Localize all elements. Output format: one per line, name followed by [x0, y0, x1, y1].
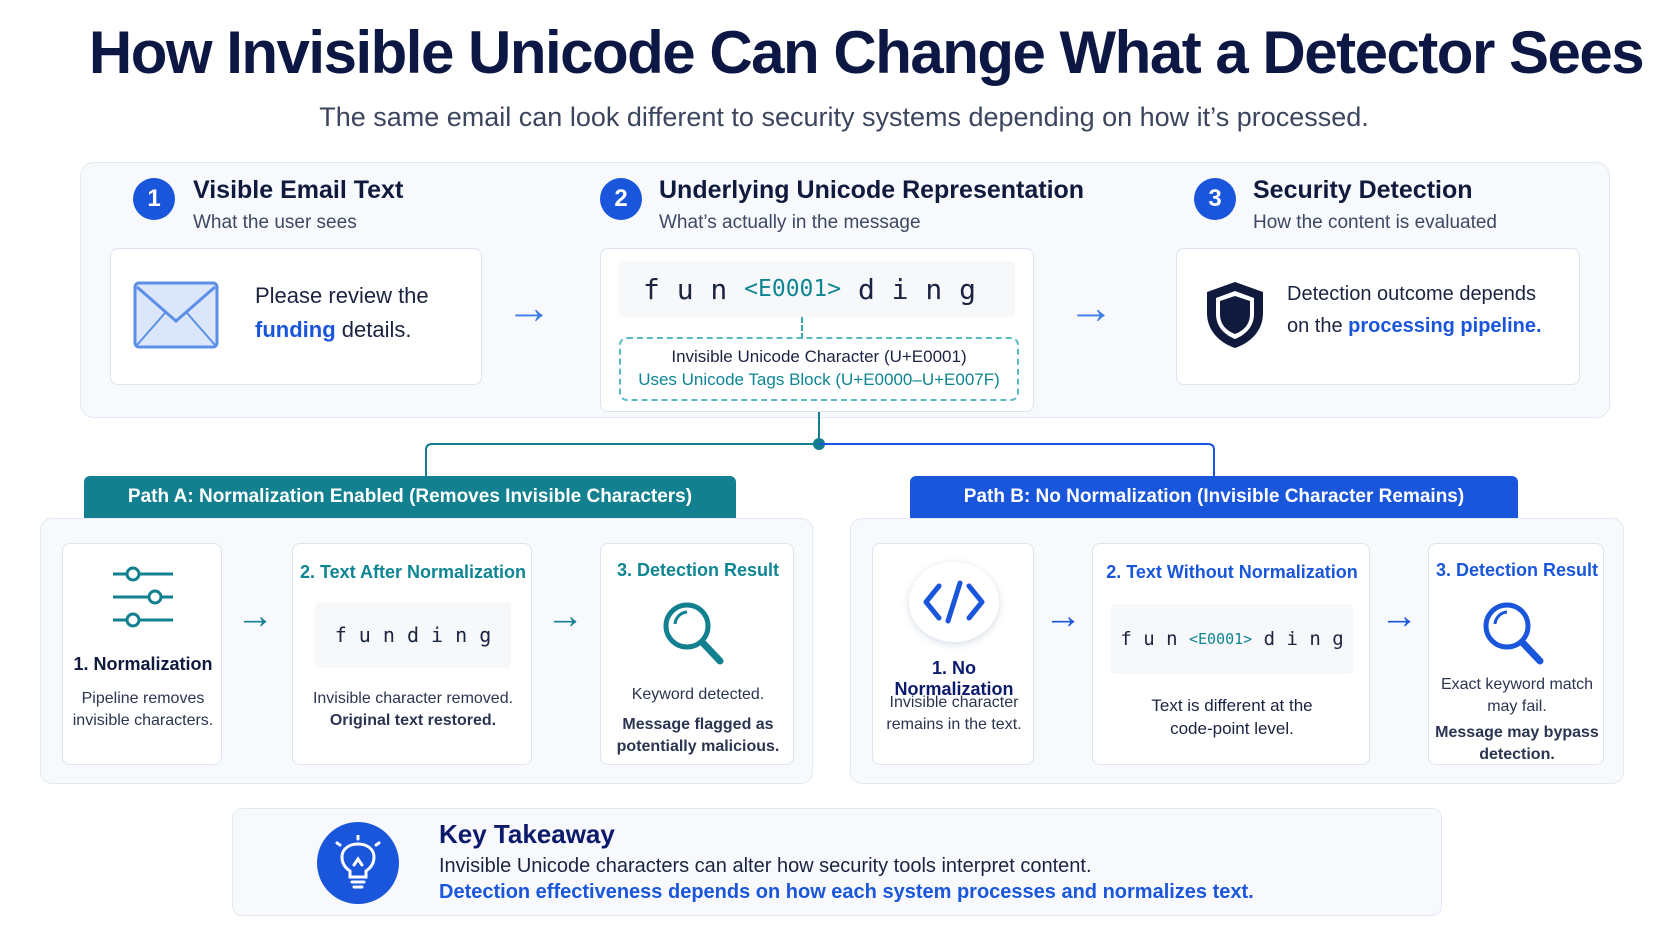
code-after: d i n g: [841, 272, 976, 306]
lightbulb-badge: [317, 822, 399, 904]
note-line-2: Uses Unicode Tags Block (U+E0000–U+E007F…: [638, 370, 1000, 389]
path-b-code-display: f u n <E0001> d i n g: [1111, 604, 1353, 674]
email-line-2-rest: details.: [335, 317, 412, 342]
path-b-invisible-tag: <E0001>: [1188, 630, 1253, 648]
visible-email-card: Please review the funding details.: [110, 248, 482, 385]
unicode-code-display: f u n <E0001> d i n g: [619, 261, 1015, 317]
path-a-card-3-text-2: Message flagged as: [622, 716, 774, 733]
search-icon: [663, 602, 724, 665]
path-a-card-3-title: 3. Detection Result: [616, 560, 780, 580]
email-keyword: funding: [255, 317, 336, 342]
path-b-card-1-text-1: Invisible character: [889, 694, 1019, 711]
key-takeaway-panel: Key Takeaway Invisible Unicode character…: [232, 808, 1442, 916]
shield-icon: [1207, 282, 1263, 348]
step-2-badge: 2: [600, 178, 642, 220]
step-2-subtitle: What’s actually in the message: [659, 212, 921, 233]
path-a-header: Path A: Normalization Enabled (Removes I…: [84, 476, 736, 518]
code-icon-badge: [909, 562, 999, 642]
path-b-arrow-1: →: [1044, 595, 1082, 637]
path-b-card-3-text-2: may fail.: [1487, 698, 1547, 715]
branch-connector: [425, 412, 1215, 478]
path-b-card-1-text-2: remains in the text.: [886, 716, 1022, 733]
email-line-1: Please review the: [255, 283, 429, 308]
step-1-subtitle: What the user sees: [193, 212, 357, 233]
email-line-2: funding details.: [255, 317, 411, 343]
path-b-card-3-text-1: Exact keyword match: [1440, 676, 1594, 693]
path-b-card-2-text-1: Text is different at the: [1151, 696, 1313, 715]
path-b-card-3-text-4: detection.: [1479, 746, 1555, 763]
path-a-card-3-text-3: potentially malicious.: [616, 738, 780, 755]
connector-dashed: [801, 317, 803, 339]
takeaway-line-1: Invisible Unicode characters can alter h…: [439, 855, 1092, 877]
code-before: f u n: [643, 272, 745, 306]
search-icon: [1483, 602, 1544, 665]
arrow-2-to-3: →: [1068, 281, 1114, 333]
takeaway-title: Key Takeaway: [439, 819, 615, 849]
path-b-no-normalization-card: 1. No Normalization Invisible character …: [872, 543, 1034, 765]
path-a-card-1-title: 1. Normalization: [73, 654, 213, 674]
path-a-card-2-title: 2. Text After Normalization: [299, 562, 527, 582]
takeaway-line-2: Detection effectiveness depends on how e…: [439, 881, 1254, 903]
step-3-badge: 3: [1194, 178, 1236, 220]
code-icon: [923, 580, 985, 624]
sliders-icon: [113, 566, 173, 628]
path-b-detection-card: 3. Detection Result Exact keyword match …: [1428, 543, 1604, 765]
step-3-subtitle: How the content is evaluated: [1253, 212, 1497, 233]
security-detection-card: Detection outcome depends on the process…: [1176, 248, 1580, 385]
path-a-arrow-1: →: [236, 595, 274, 637]
path-b-code-after: d i n g: [1252, 628, 1344, 650]
detection-highlight: processing pipeline.: [1348, 315, 1542, 337]
detection-line-2-prefix: on the: [1287, 315, 1349, 337]
detection-line-2: on the processing pipeline.: [1287, 315, 1542, 338]
path-a-arrow-2: →: [546, 595, 584, 637]
step-1-title: Visible Email Text: [193, 176, 404, 204]
step-3-title: Security Detection: [1253, 176, 1473, 204]
path-a-code-display: f u n d i n g: [315, 602, 511, 668]
path-b-card-3-text-3: Message may bypass: [1435, 724, 1599, 741]
path-a-normalization-card: 1. Normalization Pipeline removes invisi…: [62, 543, 222, 765]
path-b-arrow-2: →: [1380, 595, 1418, 637]
note-line-1: Invisible Unicode Character (U+E0001): [671, 347, 967, 366]
page-title: How Invisible Unicode Can Change What a …: [88, 19, 1645, 86]
step-1-badge: 1: [133, 178, 175, 220]
path-a-card-1-text-2: invisible characters.: [72, 712, 214, 729]
step-2-title: Underlying Unicode Representation: [659, 176, 1085, 204]
lightbulb-icon: [335, 835, 381, 889]
path-b-card-1-title: 1. No Normalization: [894, 658, 1014, 699]
page-subtitle: The same email can look different to sec…: [319, 102, 1369, 132]
invisible-tag: <E0001>: [744, 276, 842, 302]
arrow-1-to-2: →: [506, 281, 552, 333]
path-a-detection-card: 3. Detection Result Keyword detected. Me…: [600, 543, 794, 765]
path-a-card-2-text-2: Original text restored.: [329, 712, 497, 729]
unicode-representation-card: f u n <E0001> d i n g Invisible Unicode …: [600, 248, 1034, 412]
invisible-char-note: Invisible Unicode Character (U+E0001) Us…: [619, 337, 1019, 401]
path-a-card-1-text-1: Pipeline removes: [81, 690, 205, 707]
path-a-card-3-text-1: Keyword detected.: [631, 686, 765, 703]
path-a-normalized-text-card: 2. Text After Normalization f u n d i n …: [292, 543, 532, 765]
envelope-icon: [133, 281, 219, 349]
path-b-card-2-text-2: code-point level.: [1170, 719, 1294, 738]
path-a-card-2-text-1: Invisible character removed.: [312, 690, 514, 707]
path-b-code-before: f u n: [1120, 628, 1189, 650]
path-b-card-3-title: 3. Detection Result: [1435, 560, 1599, 580]
path-b-card-2-title: 2. Text Without Normalization: [1106, 562, 1358, 582]
path-b-header: Path B: No Normalization (Invisible Char…: [910, 476, 1518, 518]
path-b-raw-text-card: 2. Text Without Normalization f u n <E00…: [1092, 543, 1370, 765]
detection-line-1: Detection outcome depends: [1287, 283, 1537, 305]
